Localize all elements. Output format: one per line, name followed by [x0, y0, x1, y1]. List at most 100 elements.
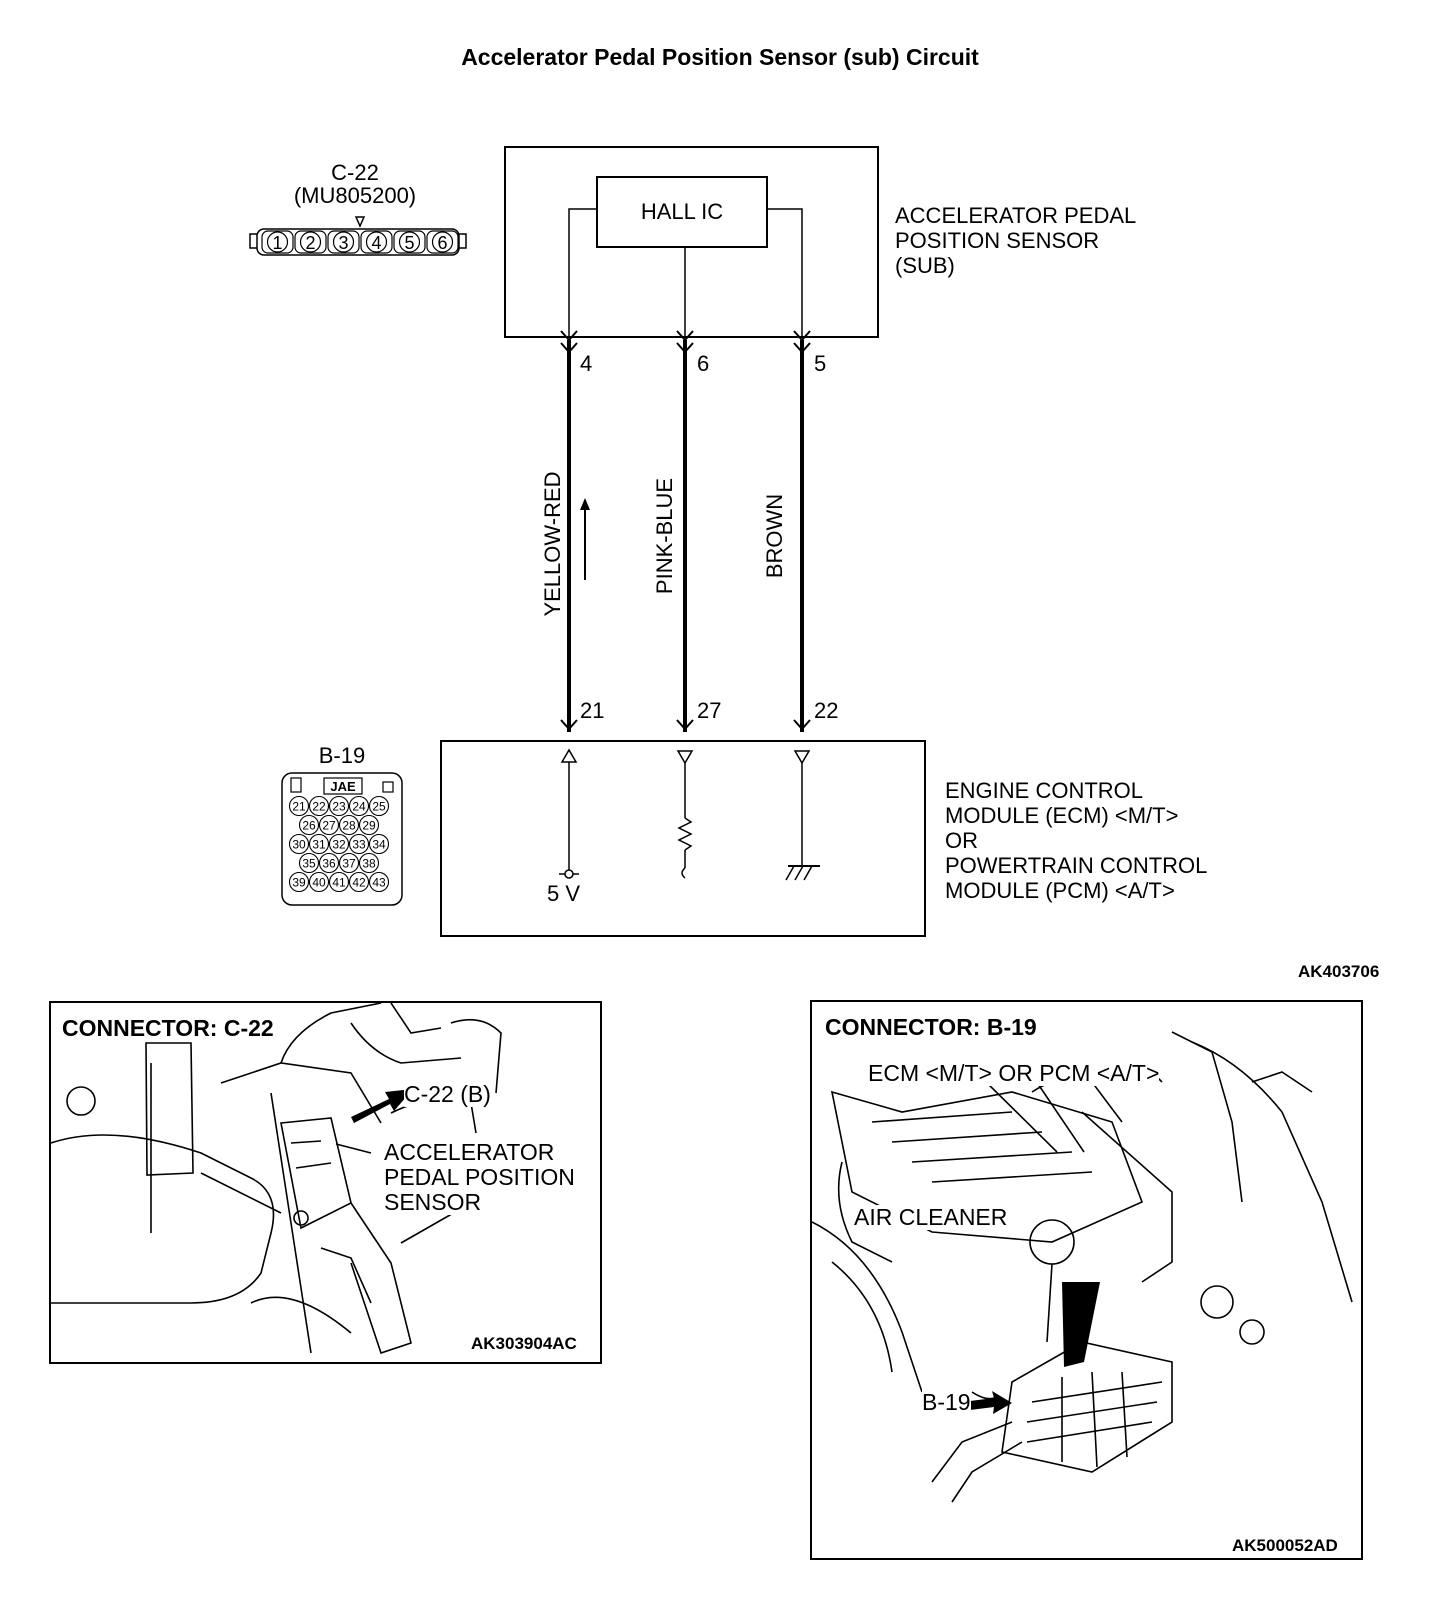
sensor-label: ACCELERATOR PEDAL POSITION SENSOR (SUB) [895, 203, 1137, 278]
c22-pin-6: 6 [426, 230, 459, 254]
c22-callout-label: C-22 (B) [404, 1081, 491, 1107]
hall-ic-lead-4 [568, 208, 597, 337]
ecm-label: ENGINE CONTROL MODULE (ECM) <M/T> OR POW… [945, 778, 1208, 903]
svg-text:25: 25 [372, 800, 386, 814]
b19-pin-23: 23 [328, 795, 350, 817]
wire-color-brown: BROWN [762, 493, 787, 579]
b19-pin-27: 27 [318, 814, 340, 836]
panel-right-heading: CONNECTOR: B-19 [825, 1014, 1037, 1040]
svg-text:30: 30 [292, 838, 306, 852]
b19-pin-26: 26 [298, 814, 320, 836]
b19-pointer-wedge [1062, 1282, 1100, 1367]
wire-color-pink-blue: PINK-BLUE [652, 477, 677, 595]
svg-text:26: 26 [302, 819, 316, 833]
svg-text:35: 35 [302, 857, 316, 871]
svg-text:33: 33 [352, 838, 366, 852]
svg-text:41: 41 [332, 876, 346, 890]
c22-key-mark [354, 216, 366, 228]
c22-pin-3: 3 [327, 230, 360, 254]
b19-callout-arrow [962, 1391, 1012, 1414]
svg-text:21: 21 [292, 800, 306, 814]
b19-pin-34: 34 [368, 833, 390, 855]
svg-text:42: 42 [352, 876, 366, 890]
diagram-code: AK403706 [1298, 962, 1380, 981]
svg-text:36: 36 [322, 857, 336, 871]
b19-pin-33: 33 [348, 833, 370, 855]
b19-pin-31: 31 [308, 833, 330, 855]
ecm-input-22 [793, 750, 811, 765]
c22-pin-5: 5 [393, 230, 426, 254]
svg-text:34: 34 [372, 838, 386, 852]
svg-text:28: 28 [342, 819, 356, 833]
c22-pin-2: 2 [294, 230, 327, 254]
c22-pin-1: 1 [261, 230, 294, 254]
b19-pin-38: 38 [358, 852, 380, 874]
svg-text:37: 37 [342, 857, 356, 871]
b19-location-illustration [812, 1031, 1353, 1503]
ecm-resistor [677, 817, 693, 851]
svg-text:4: 4 [371, 233, 381, 253]
b19-pin-28: 28 [338, 814, 360, 836]
sensor-pin-4: 4 [580, 351, 593, 376]
ecm-5v-terminal [564, 869, 574, 879]
svg-text:40: 40 [312, 876, 326, 890]
hall-ic-label: HALL IC [640, 199, 724, 224]
ecm-pin-chevrons [560, 719, 811, 731]
b19-pin-39: 39 [288, 871, 310, 893]
svg-text:23: 23 [332, 800, 346, 814]
hall-ic-lead-5 [767, 208, 803, 337]
hall-ic-box [596, 176, 768, 248]
panel-left-heading: CONNECTOR: C-22 [62, 1015, 274, 1041]
panel-connector-b19: CONNECTOR: B-19 ECM <M/T> OR PCM <A/T> A… [810, 1000, 1363, 1560]
ecm-pin-22: 22 [814, 698, 839, 723]
ecm-pin-27: 27 [697, 698, 722, 723]
b19-pin-25: 25 [368, 795, 390, 817]
sensor-box [504, 146, 879, 338]
b19-pin-40: 40 [308, 871, 330, 893]
svg-text:3: 3 [338, 233, 348, 253]
svg-text:6: 6 [437, 233, 447, 253]
b19-pin-42: 42 [348, 871, 370, 893]
signal-arrow-head [580, 498, 590, 510]
wire-color-yellow-red: YELLOW-RED [540, 471, 565, 617]
c22-part-number: (MU805200) [293, 183, 417, 208]
svg-text:29: 29 [362, 819, 376, 833]
b19-maker-label: JAE [330, 779, 356, 794]
b19-pin-24: 24 [348, 795, 370, 817]
b19-pin-37: 37 [338, 852, 360, 874]
c22-name: C-22 [331, 160, 379, 185]
svg-text:43: 43 [372, 876, 386, 890]
svg-text:5: 5 [404, 233, 414, 253]
svg-text:2: 2 [305, 233, 315, 253]
svg-text:24: 24 [352, 800, 366, 814]
b19-name: B-19 [318, 743, 366, 768]
b19-pin-29: 29 [358, 814, 380, 836]
ecm-supply-voltage: 5 V [547, 881, 581, 906]
svg-text:31: 31 [312, 838, 326, 852]
b19-pin-30: 30 [288, 833, 310, 855]
svg-text:27: 27 [322, 819, 336, 833]
air-cleaner-label: AIR CLEANER [854, 1204, 1008, 1230]
page-title: Accelerator Pedal Position Sensor (sub) … [461, 44, 979, 70]
sensor-pin-5: 5 [814, 351, 827, 376]
b19-pin-21: 21 [288, 795, 310, 817]
ecm-input-21 [560, 748, 578, 763]
module-callout-label: ECM <M/T> OR PCM <A/T> [868, 1060, 1160, 1086]
b19-pin-41: 41 [328, 871, 350, 893]
ecm-pin-21: 21 [580, 698, 605, 723]
svg-text:32: 32 [332, 838, 346, 852]
ecm-input-27 [676, 750, 694, 765]
b19-pin-36: 36 [318, 852, 340, 874]
svg-text:39: 39 [292, 876, 306, 890]
b19-pin-32: 32 [328, 833, 350, 855]
b19-pin-35: 35 [298, 852, 320, 874]
panel-right-code: AK500052AD [1232, 1536, 1338, 1555]
panel-left-code: AK303904AC [471, 1334, 577, 1353]
ecm-box [440, 740, 926, 937]
panel-connector-c22: CONNECTOR: C-22 C-22 (B) ACCELERATOR PED… [49, 1001, 602, 1364]
